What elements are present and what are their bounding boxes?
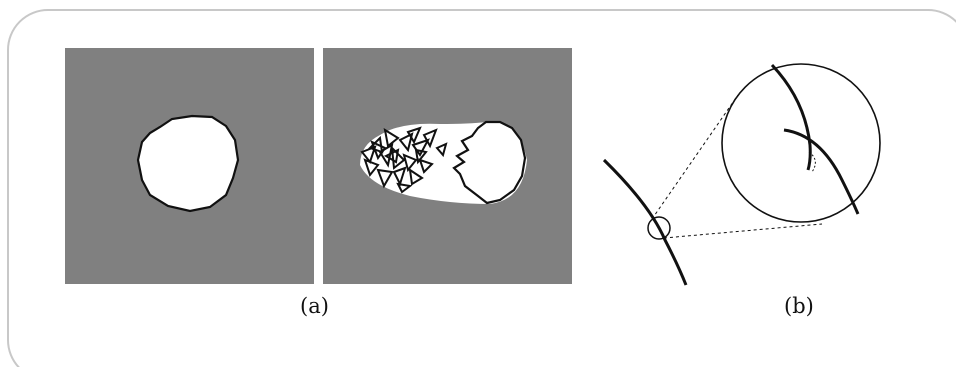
panel-a-left xyxy=(65,48,314,284)
panel-b-magnified-circle xyxy=(721,63,881,223)
caption-a: (a) xyxy=(300,294,329,318)
panel-a-right-fracture-edge xyxy=(452,120,527,205)
fragment xyxy=(363,158,380,178)
fragment xyxy=(402,153,418,173)
panel-b-connector-bottom xyxy=(663,223,823,239)
fragment xyxy=(418,158,434,174)
panel-b-main-arc xyxy=(602,158,688,286)
fragment xyxy=(408,167,424,186)
panel-a-right xyxy=(323,48,572,284)
caption-b: (b) xyxy=(784,294,814,318)
fragment xyxy=(360,145,377,165)
panel-a-left-circle xyxy=(136,114,240,213)
fragment xyxy=(383,127,400,148)
panel-b-magnified-crack-upper xyxy=(770,63,812,171)
fragment xyxy=(376,168,394,189)
fragment xyxy=(406,126,422,145)
panel-b-small-circle xyxy=(647,216,671,240)
fragment xyxy=(368,135,384,154)
fragment xyxy=(396,182,413,194)
figure-frame xyxy=(7,9,956,367)
fragment xyxy=(398,132,414,153)
fragment xyxy=(435,142,448,158)
fragment xyxy=(414,148,428,165)
fragment xyxy=(383,148,400,164)
panel-b-magnified-crack-dotted xyxy=(808,151,816,173)
panel-b-connector-top xyxy=(651,94,739,220)
panel-b-magnified-crack-lower xyxy=(783,128,860,215)
fragment xyxy=(422,128,438,149)
panel-b xyxy=(602,63,881,286)
panel-a-right-fragments xyxy=(360,126,448,194)
fragment xyxy=(392,166,407,187)
